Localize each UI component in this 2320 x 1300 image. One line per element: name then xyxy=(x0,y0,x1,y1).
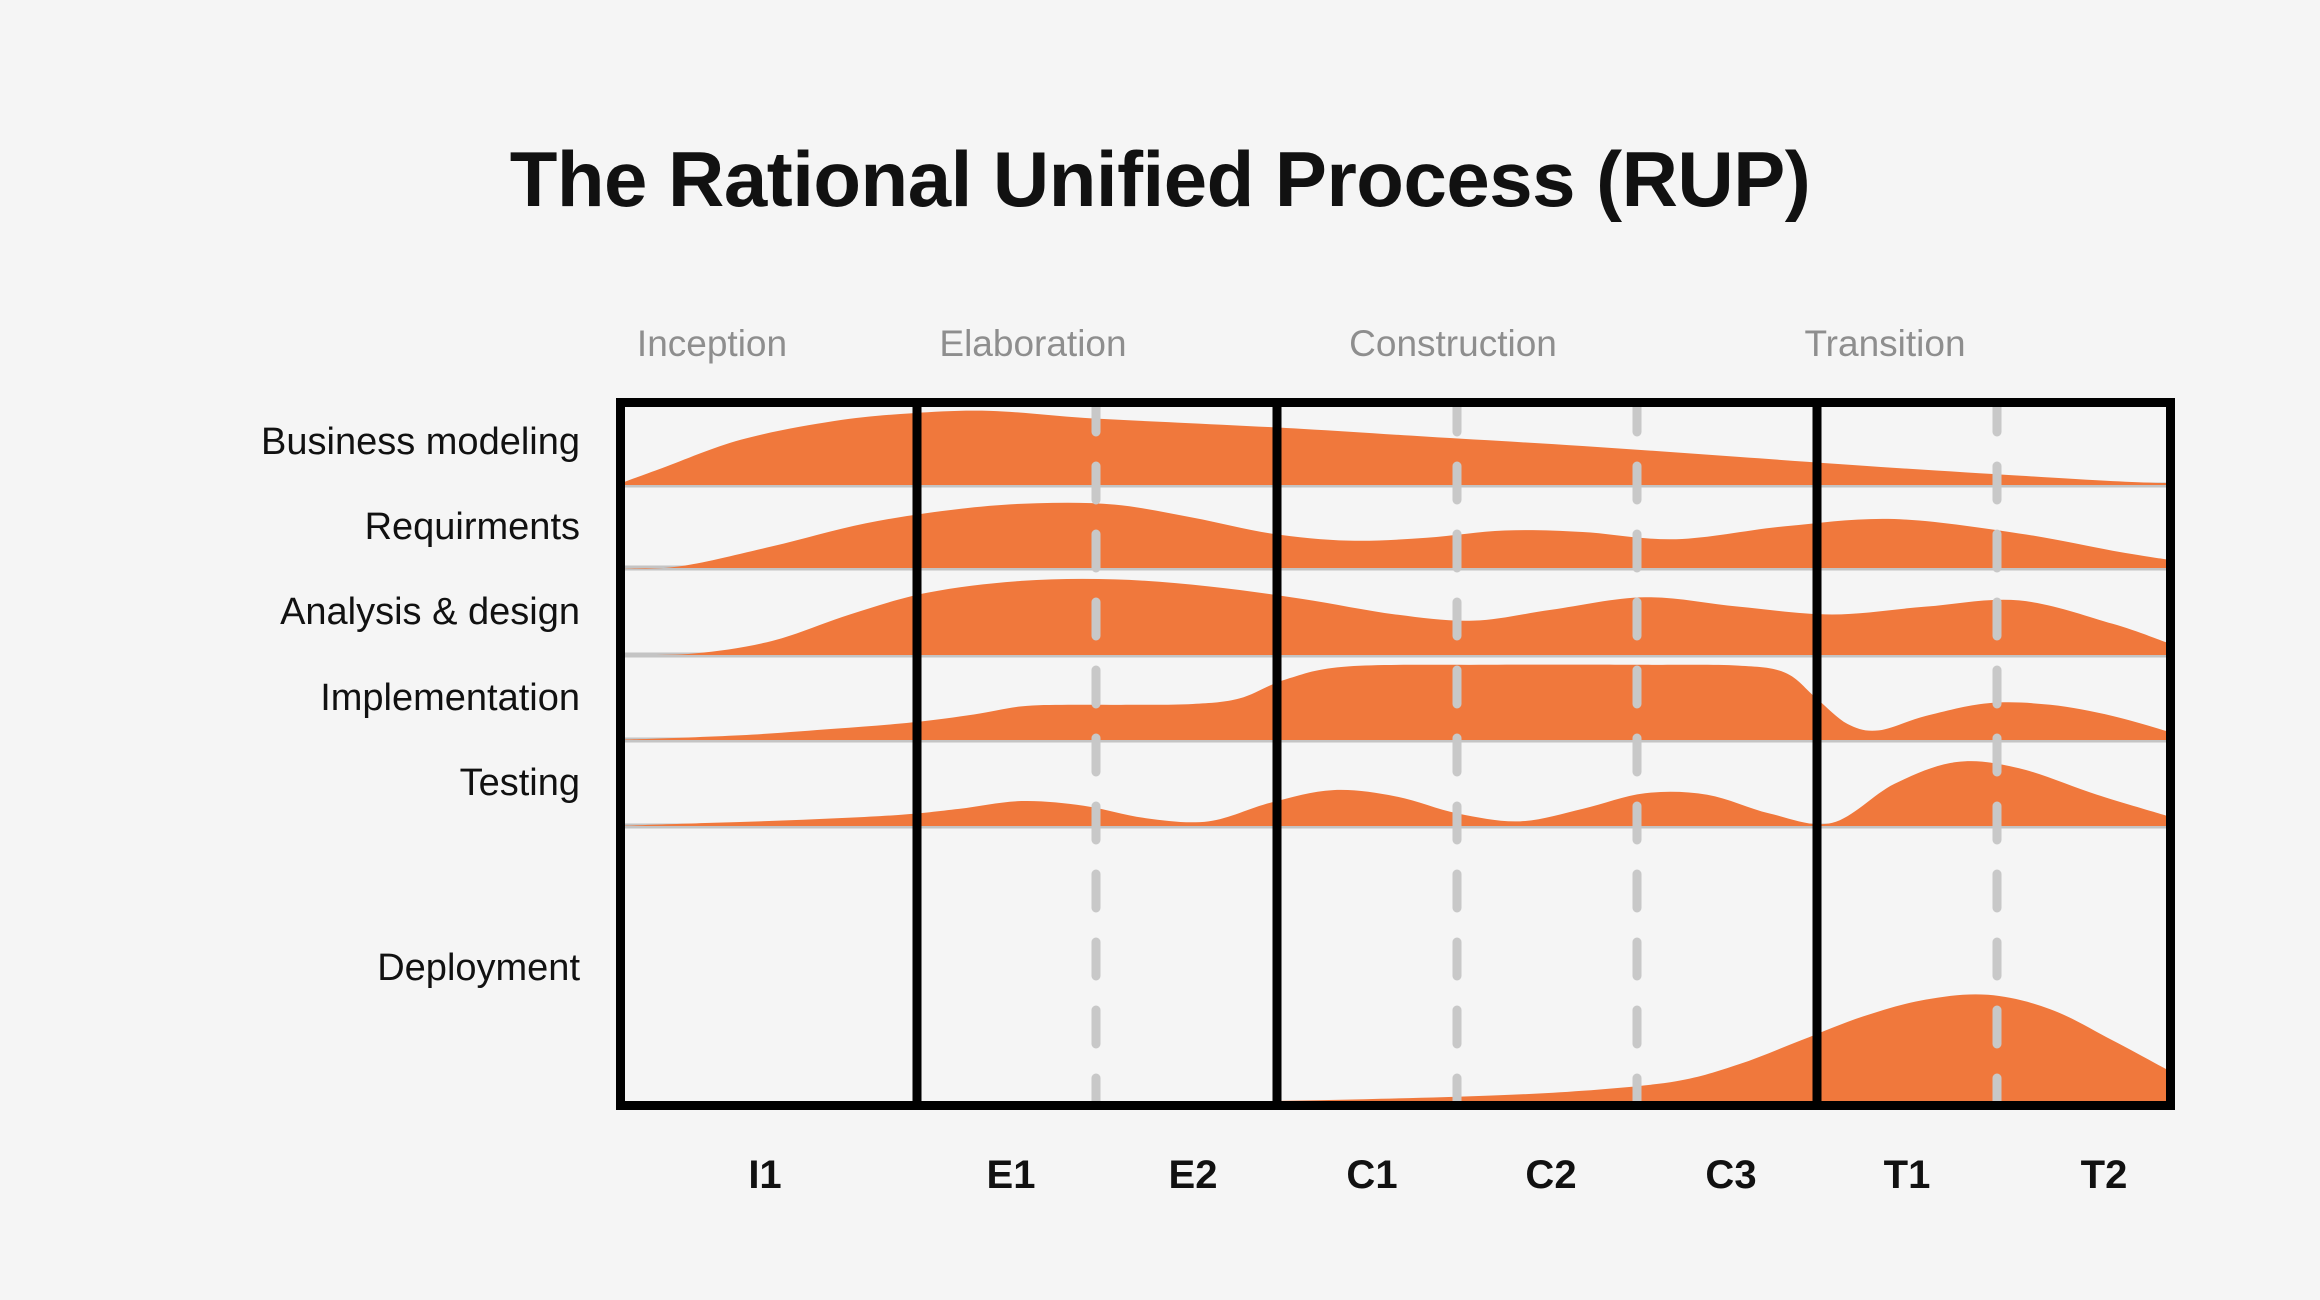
iteration-label-c1: C1 xyxy=(1346,1153,1398,1197)
iteration-label-i1: I1 xyxy=(748,1153,782,1197)
phase-label-inception: Inception xyxy=(636,323,788,364)
workflow-label-implementation: Implementation xyxy=(320,676,580,719)
workflow-label-testing: Testing xyxy=(459,762,580,804)
area-analysis-design xyxy=(616,578,2175,656)
area-business-modeling xyxy=(616,410,2175,485)
workflow-label-business-modeling: Business modeling xyxy=(261,420,580,463)
phase-solid-dividers xyxy=(912,398,1822,1110)
area-testing xyxy=(616,761,2175,826)
iteration-label-c2: C2 xyxy=(1525,1153,1577,1197)
rup-chart-svg xyxy=(616,398,2175,1110)
iteration-label-e1: E1 xyxy=(986,1153,1036,1197)
area-deployment xyxy=(616,994,2175,1110)
workflow-label-requirments: Requirments xyxy=(364,505,580,548)
plot-frame-border xyxy=(616,398,2175,1110)
iteration-label-e2: E2 xyxy=(1168,1153,1218,1197)
iteration-label-t2: T2 xyxy=(2080,1153,2128,1197)
iteration-dashed-dividers xyxy=(1091,398,2002,1110)
workflow-label-deployment: Deployment xyxy=(377,947,580,989)
phase-label-construction: Construction xyxy=(1349,323,1557,364)
plot-border xyxy=(616,398,2175,1110)
iteration-label-t1: T1 xyxy=(1883,1153,1931,1197)
phase-label-elaboration: Elaboration xyxy=(939,323,1127,364)
rup-plot-area xyxy=(616,398,2175,1110)
area-requirments xyxy=(616,502,2175,569)
workflow-label-analysis-design: Analysis & design xyxy=(280,590,580,633)
iteration-label-c3: C3 xyxy=(1705,1153,1757,1197)
phase-label-transition: Transition xyxy=(1804,323,1966,364)
page-title: The Rational Unified Process (RUP) xyxy=(509,135,1811,223)
area-implementation xyxy=(616,664,2175,740)
workflow-area-curves xyxy=(616,410,2175,1110)
